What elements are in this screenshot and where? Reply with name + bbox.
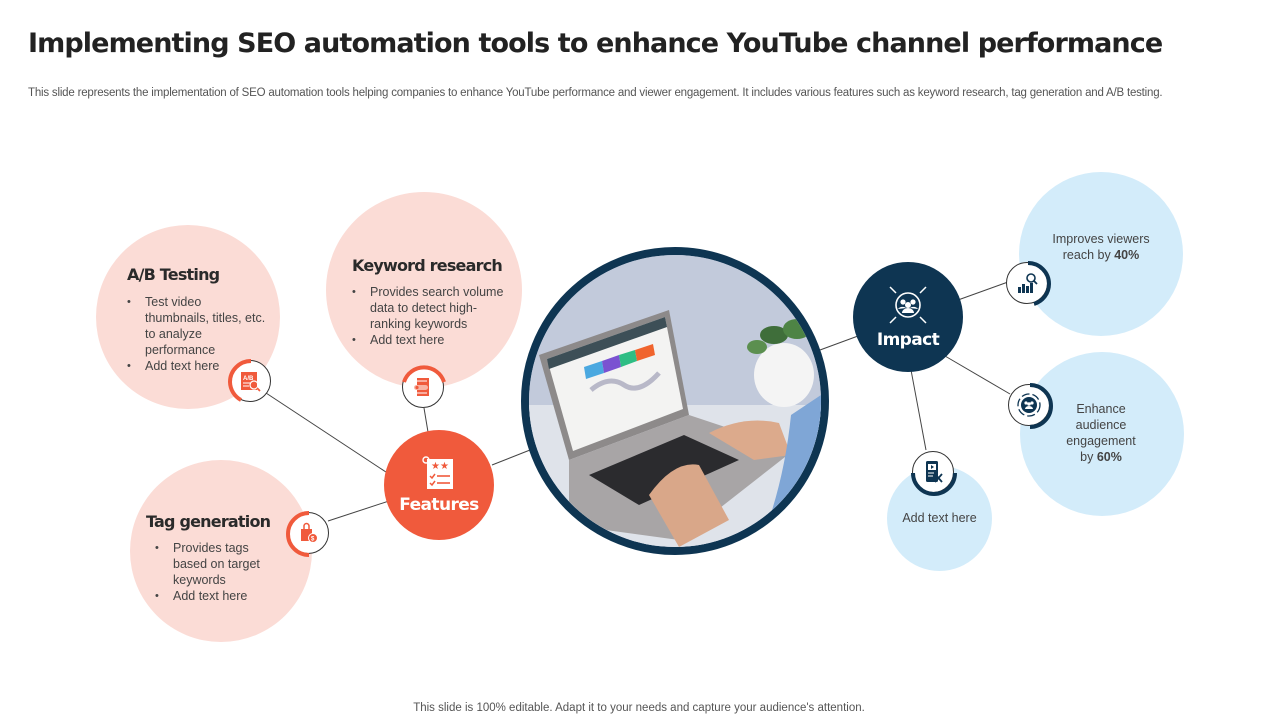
tag-generation-bullets: Provides tags based on target keywords A…	[155, 540, 275, 604]
ab-test-search-icon: A/B	[227, 359, 271, 402]
chart-search-icon	[1006, 261, 1052, 306]
price-tag-bag-icon: $	[286, 511, 329, 557]
audience-engagement-bubble	[1020, 352, 1184, 516]
features-label: Features	[399, 495, 479, 515]
features-hub: ★★ Features	[384, 430, 494, 540]
audience-engagement-text: Enhance audience engagement by 60%	[1066, 402, 1136, 464]
bullet-item: Provides tags based on target keywords	[155, 540, 275, 588]
svg-text:A/B: A/B	[243, 376, 254, 382]
page-title: Implementing SEO automation tools to enh…	[28, 28, 1163, 59]
bullet-item: Add text here	[127, 358, 267, 374]
keyword-research-bullets: Provides search volume data to detect hi…	[352, 284, 512, 348]
viewers-reach-bubble	[1019, 172, 1183, 336]
tag-generation-title: Tag generation	[146, 512, 271, 531]
add-text-impact: Add text here	[902, 511, 977, 525]
bullet-item: Add text here	[352, 332, 512, 348]
bullet-item: Add text here	[155, 588, 275, 604]
ab-testing-title: A/B Testing	[127, 265, 220, 284]
footer-note: This slide is 100% editable. Adapt it to…	[413, 702, 865, 714]
svg-text:★★: ★★	[431, 461, 449, 472]
ab-testing-bullets: Test video thumbnails, titles, etc. to a…	[127, 294, 267, 374]
audience-engagement-value: 60%	[1096, 450, 1122, 464]
keyword-search-icon	[402, 365, 446, 408]
viewers-reach-value: 40%	[1114, 248, 1140, 262]
impact-hub: Impact	[853, 262, 963, 372]
impact-label: Impact	[876, 330, 940, 350]
viewers-reach-text: Improves viewers reach by 40%	[1052, 232, 1150, 262]
mobile-video-icon	[911, 451, 957, 496]
page-subtitle: This slide represents the implementation…	[28, 87, 1163, 99]
bullet-item: Provides search volume data to detect hi…	[352, 284, 512, 332]
laptop-photo	[521, 247, 829, 555]
audience-cycle-icon	[1008, 383, 1054, 429]
svg-text:$: $	[311, 537, 315, 543]
audience-focus-icon	[889, 286, 927, 324]
bullet-item: Test video thumbnails, titles, etc. to a…	[127, 294, 267, 358]
checklist-stars-icon: ★★	[422, 456, 453, 489]
keyword-research-title: Keyword research	[352, 256, 503, 275]
